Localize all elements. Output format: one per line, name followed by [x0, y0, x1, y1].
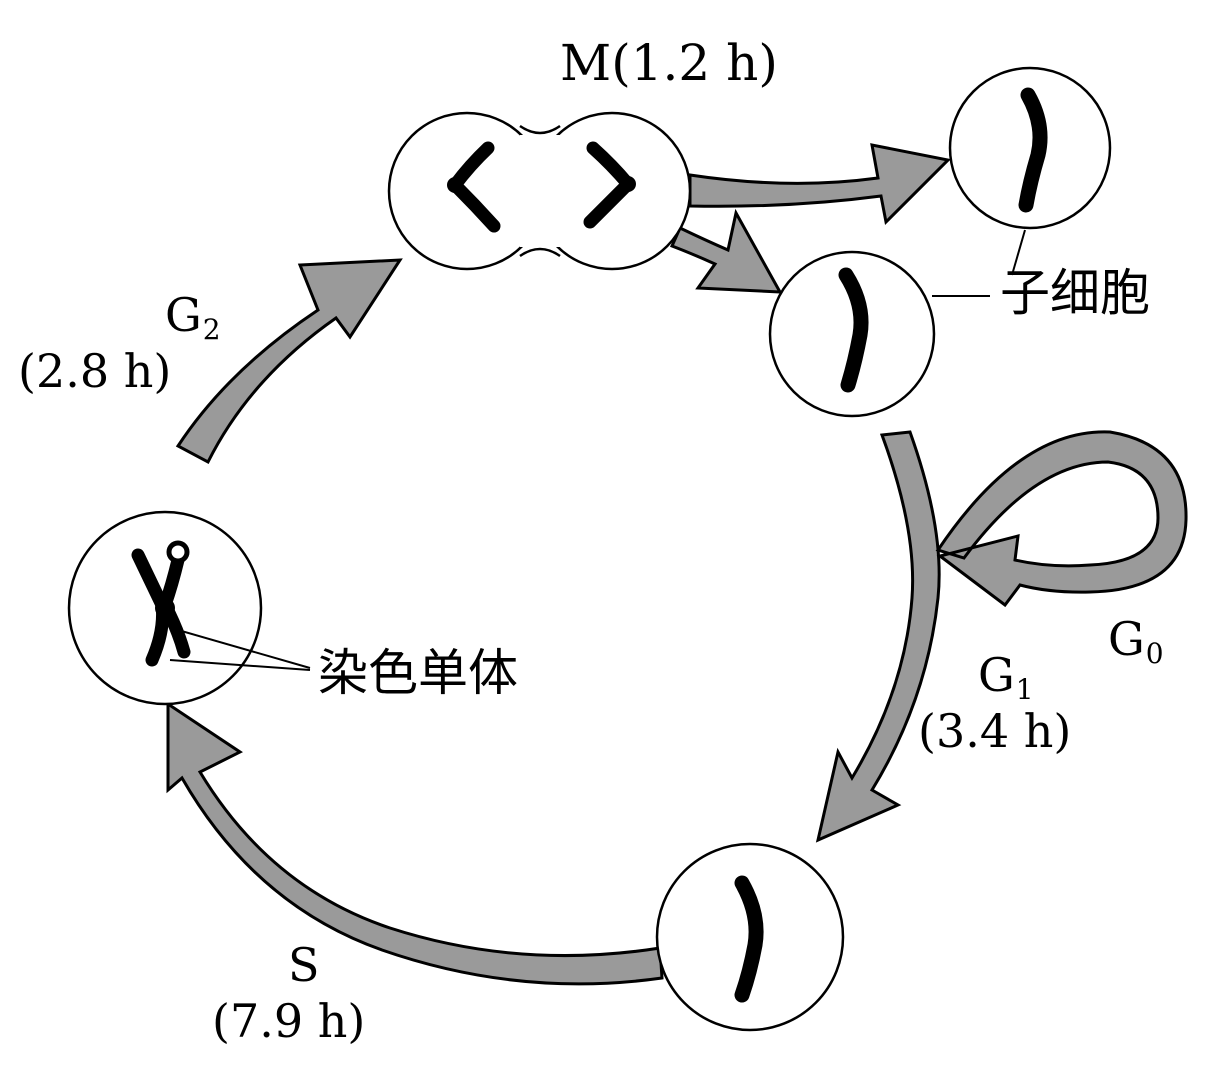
- m-phase-name: M: [560, 34, 612, 92]
- g1-arrow: [815, 430, 941, 843]
- chromosome-right: [583, 141, 636, 229]
- g0-subscript: 0: [1145, 637, 1164, 670]
- m-phase-label: M(1.2 h): [560, 38, 778, 88]
- s-phase-duration: (7.9 h): [212, 994, 366, 1048]
- daughter-cell-lower: [768, 250, 936, 418]
- g1-subscript: 1: [1015, 673, 1034, 706]
- g2-subscript: 2: [202, 313, 221, 346]
- m-to-daughter-upper-arrow: [688, 143, 952, 226]
- g1-phase-name: G1: [978, 648, 1034, 706]
- daughter-cell-upper: [948, 66, 1112, 230]
- daughter-cells-leaders: [932, 229, 1026, 297]
- g2-arrow: [175, 258, 403, 465]
- s-complete-cell: [67, 510, 263, 706]
- g0-loop-arrow: [935, 430, 1188, 608]
- daughter-cells-label: 子细胞: [1000, 264, 1150, 322]
- sister-chromatid-pair: [131, 540, 191, 667]
- g0-phase-name: G0: [1108, 612, 1164, 670]
- s-phase-name: S: [288, 938, 320, 992]
- g2-phase-duration: (2.8 h): [18, 344, 172, 398]
- m-phase-duration: (1.2 h): [611, 34, 778, 92]
- g1-cell: [655, 842, 845, 1032]
- sister-chromatids-label: 染色单体: [318, 644, 518, 702]
- g1-phase-duration: (3.4 h): [918, 704, 1072, 758]
- m-to-daughter-lower-arrow: [669, 208, 783, 294]
- dividing-cell: [387, 111, 692, 271]
- g2-phase-name: G2: [165, 288, 221, 346]
- chromatid-leaders: [169, 629, 311, 671]
- s-arrow: [166, 701, 664, 986]
- chromosome-left: [447, 141, 501, 233]
